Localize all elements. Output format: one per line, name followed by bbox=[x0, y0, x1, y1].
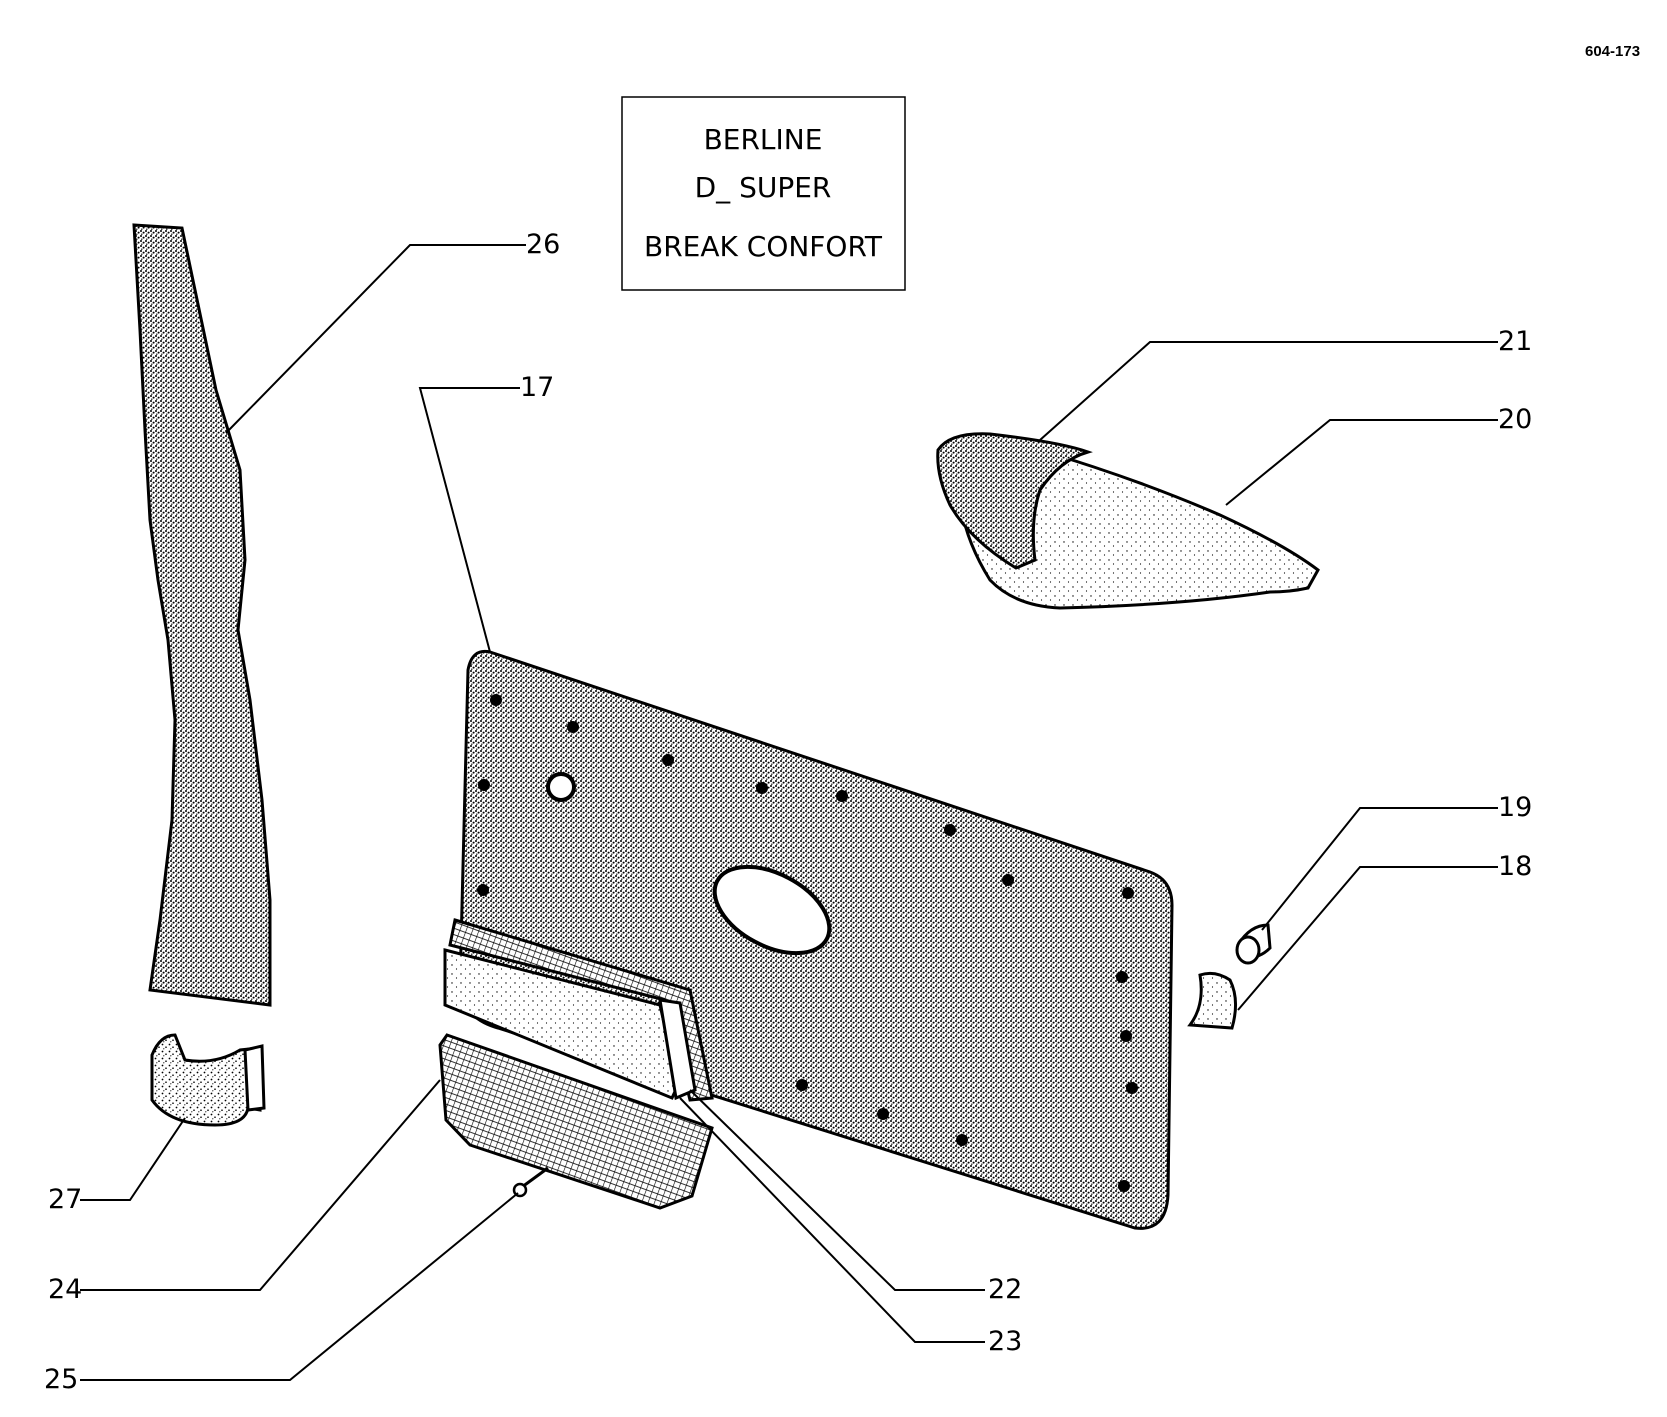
screw-part-25 bbox=[512, 1166, 549, 1198]
callout-24: 24 bbox=[48, 1274, 82, 1305]
lock-knob-hole bbox=[546, 772, 576, 802]
callout-19: 19 bbox=[1498, 792, 1532, 823]
door-pocket-part-24 bbox=[438, 1033, 714, 1210]
variant-line-2: D_ SUPER bbox=[695, 171, 832, 204]
pocket-trim-part-22-23 bbox=[443, 918, 714, 1102]
callout-17: 17 bbox=[520, 372, 554, 403]
door-handle-opening bbox=[712, 864, 832, 956]
door-panel-part-17 bbox=[458, 649, 1174, 1230]
callout-25: 25 bbox=[44, 1364, 78, 1395]
callout-21: 21 bbox=[1498, 326, 1532, 357]
leader-lines bbox=[80, 244, 1498, 1381]
armrest-part-20-21 bbox=[936, 432, 1320, 610]
callout-23: 23 bbox=[988, 1326, 1022, 1357]
variant-line-1: BERLINE bbox=[704, 123, 823, 156]
drawing-reference: 604-173 bbox=[1585, 43, 1640, 60]
callout-22: 22 bbox=[988, 1274, 1022, 1305]
clip-cover-part-27 bbox=[150, 1033, 266, 1127]
variant-box: BERLINE D_ SUPER BREAK CONFORT bbox=[621, 96, 906, 291]
panel-clip-holes bbox=[477, 694, 1138, 1192]
variant-box-frame bbox=[621, 96, 906, 291]
callout-26: 26 bbox=[526, 229, 560, 260]
callout-20: 20 bbox=[1498, 404, 1532, 435]
pillar-trim-part-26 bbox=[132, 223, 272, 1007]
variant-line-3: BREAK CONFORT bbox=[644, 230, 883, 263]
knob-part-19 bbox=[1235, 923, 1272, 965]
callout-18: 18 bbox=[1498, 851, 1532, 882]
escutcheon-part-18 bbox=[1187, 971, 1237, 1030]
callout-27: 27 bbox=[48, 1184, 82, 1215]
